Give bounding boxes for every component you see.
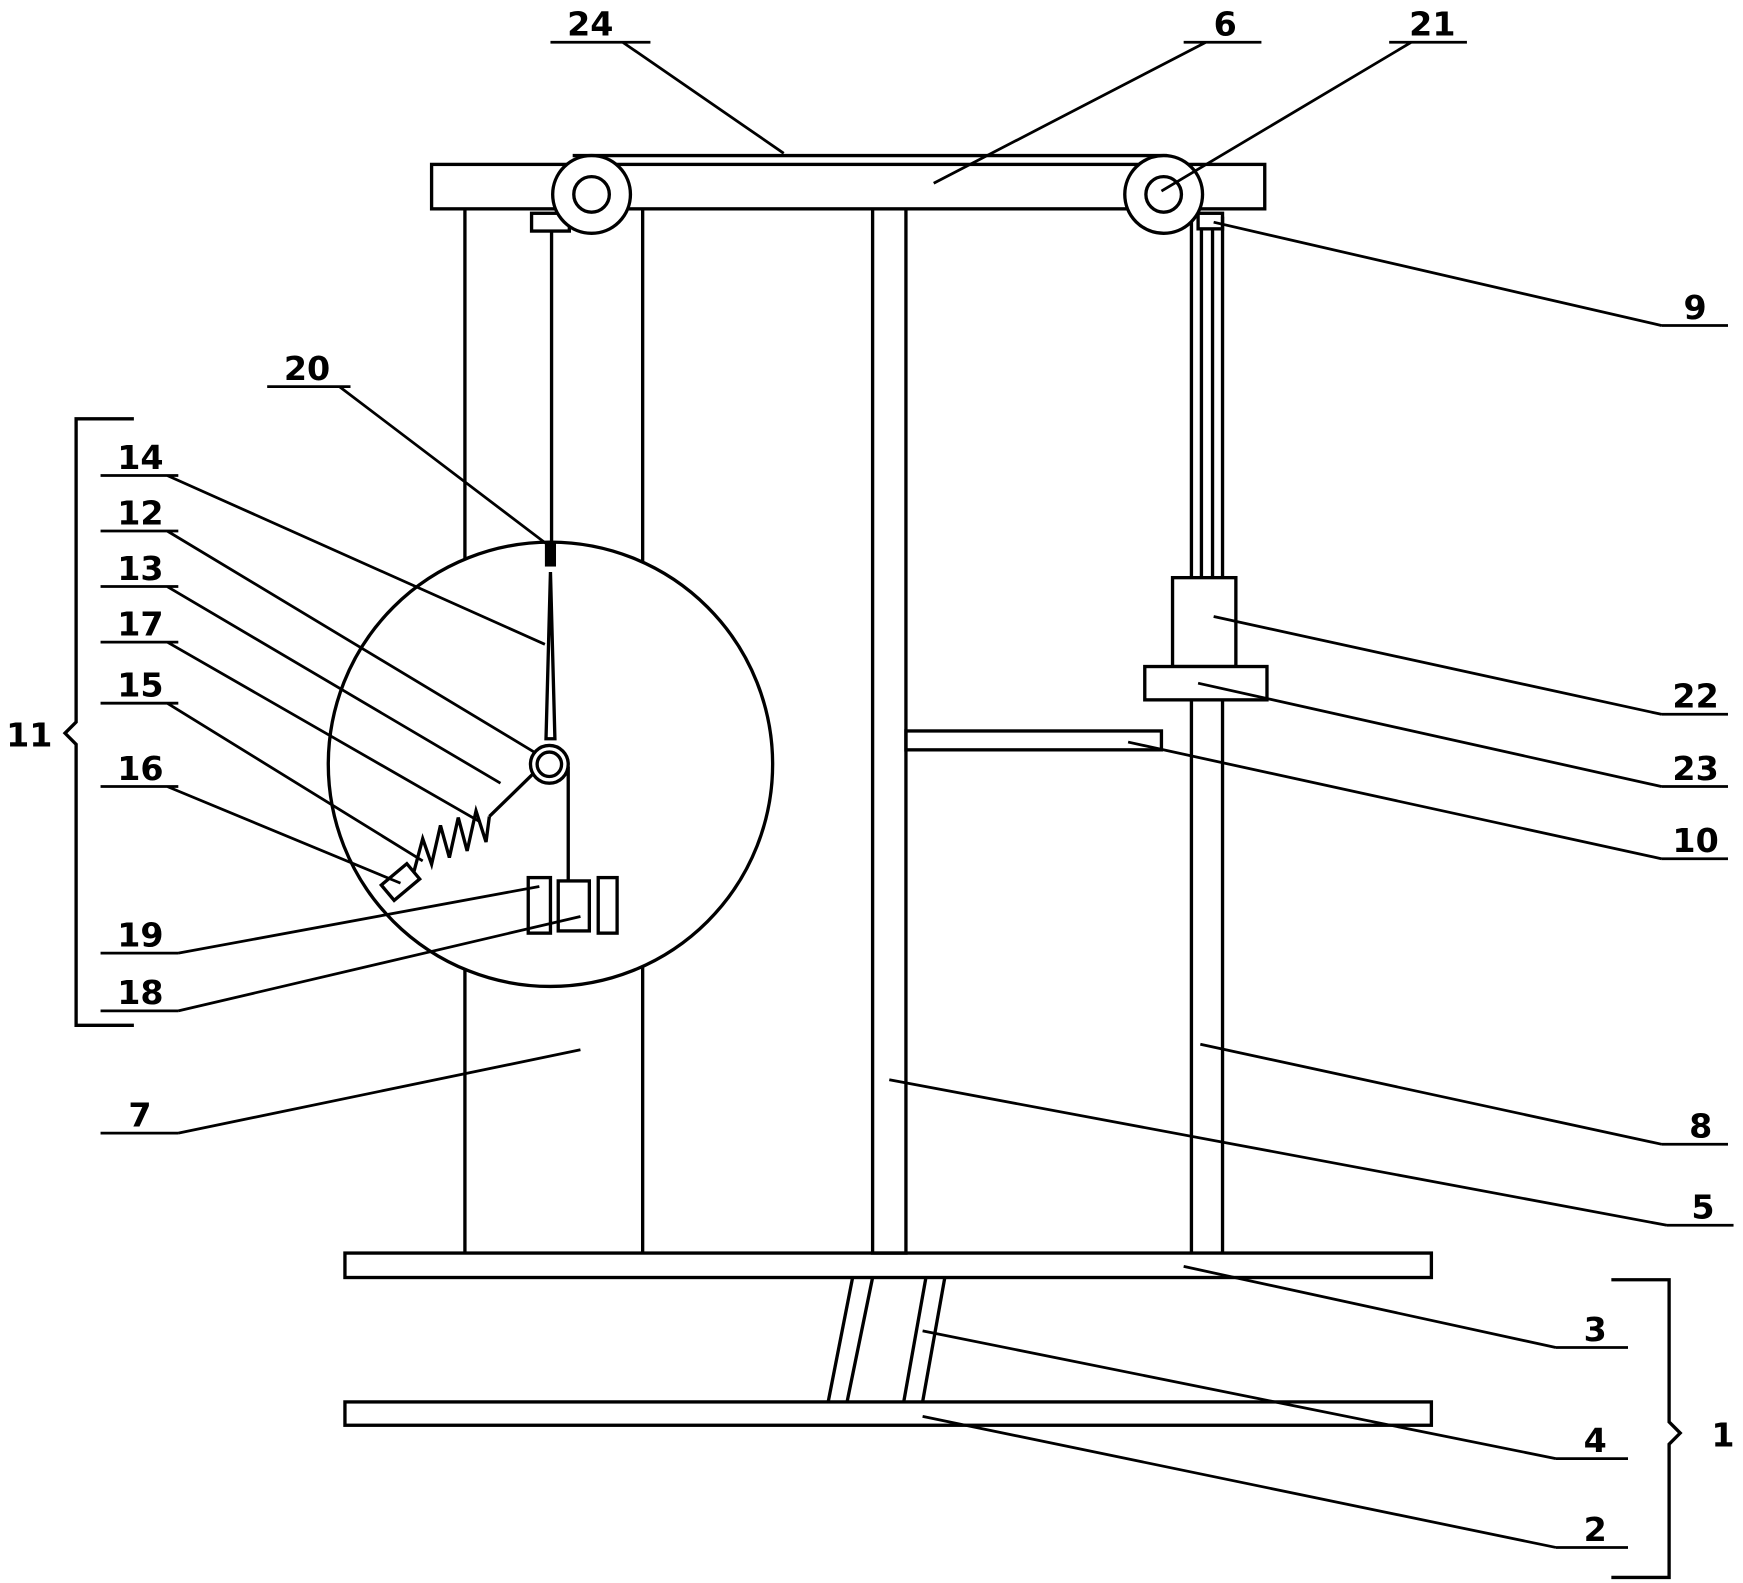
clip-20: [544, 542, 557, 567]
leader-lines: [100, 40, 1734, 1549]
svg-text:10: 10: [1672, 821, 1718, 860]
svg-text:5: 5: [1691, 1188, 1714, 1227]
pulley-21: [1123, 153, 1205, 235]
svg-text:14: 14: [117, 438, 163, 477]
svg-text:16: 16: [117, 749, 163, 788]
weights-18-19: [526, 875, 619, 935]
pulley-left: [551, 153, 633, 235]
svg-text:2: 2: [1584, 1510, 1607, 1549]
svg-text:21: 21: [1409, 5, 1455, 44]
svg-text:7: 7: [128, 1095, 151, 1134]
svg-text:3: 3: [1584, 1310, 1607, 1349]
svg-text:18: 18: [117, 973, 163, 1012]
slider-block-22: [1170, 575, 1238, 669]
svg-text:20: 20: [284, 349, 330, 388]
pointer-14: [544, 572, 557, 741]
svg-text:1: 1: [1711, 1415, 1734, 1454]
svg-text:12: 12: [117, 493, 163, 532]
svg-text:13: 13: [117, 549, 163, 588]
svg-text:9: 9: [1684, 288, 1707, 327]
svg-text:4: 4: [1584, 1421, 1607, 1460]
right-rod-8: [1189, 216, 1225, 1254]
svg-text:22: 22: [1672, 677, 1718, 716]
arm-10: [904, 729, 1164, 752]
svg-text:6: 6: [1214, 5, 1237, 44]
brace-1: [1611, 1278, 1683, 1580]
base-plate-3: [343, 1251, 1434, 1280]
bracket-9: [1196, 211, 1225, 231]
center-column-5: [870, 207, 908, 1255]
legs-4: [826, 1277, 947, 1403]
svg-text:24: 24: [567, 5, 613, 44]
callout-labels: 24 6 21 9 20 14 12 13 17 15 16 19 18 7 1…: [6, 5, 1734, 1549]
spring-15: [378, 769, 538, 903]
pulley-13: [528, 743, 570, 785]
brace-11: [62, 417, 134, 1028]
svg-text:17: 17: [117, 604, 163, 643]
bottom-plate-2: [343, 1400, 1434, 1427]
svg-text:8: 8: [1689, 1107, 1712, 1146]
svg-text:11: 11: [6, 716, 52, 755]
svg-text:23: 23: [1672, 749, 1718, 788]
svg-text:19: 19: [117, 915, 163, 954]
svg-text:15: 15: [117, 666, 163, 705]
